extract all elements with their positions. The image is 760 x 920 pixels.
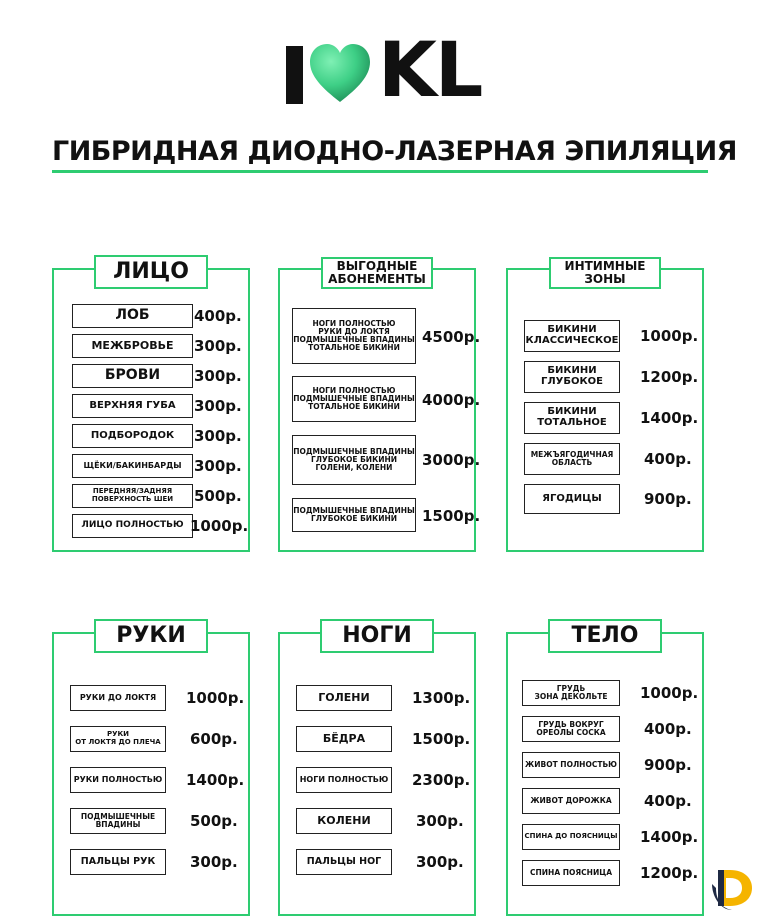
- service-price: 1000р.: [186, 689, 245, 707]
- service-label: ПАЛЬЦЫ НОГ: [296, 849, 392, 875]
- logo-letters-kl: KL: [378, 25, 483, 114]
- service-label: МЕЖЪЯГОДИЧНАЯ ОБЛАСТЬ: [524, 443, 620, 475]
- service-price: 1400р.: [640, 409, 699, 427]
- brand-logo: KL: [286, 32, 483, 110]
- service-price: 1400р.: [186, 771, 245, 789]
- service-label: ЛОБ: [72, 304, 193, 328]
- panel-title-legs: НОГИ: [320, 619, 434, 653]
- service-price: 1300р.: [412, 689, 471, 707]
- heart-icon: [310, 44, 370, 102]
- service-price: 400р.: [644, 792, 692, 810]
- service-label: ПОДБОРОДОК: [72, 424, 193, 448]
- service-price: 900р.: [644, 490, 692, 508]
- panel-title-body: ТЕЛО: [548, 619, 662, 653]
- panel-title-subscriptions: ВЫГОДНЫЕ АБОНЕМЕНТЫ: [321, 257, 433, 289]
- panel-title-arms: РУКИ: [94, 619, 208, 653]
- service-label: ПОДМЫШЕЧНЫЕ ВПАДИНЫ ГЛУБОКОЕ БИКИНИ ГОЛЕ…: [292, 435, 416, 485]
- service-label: БЁДРА: [296, 726, 392, 752]
- service-label: РУКИ ДО ЛОКТЯ: [70, 685, 166, 711]
- service-price: 500р.: [190, 812, 238, 830]
- service-label: ЩЁКИ/БАКИНБАРДЫ: [72, 454, 193, 478]
- service-label: ГРУДЬ ЗОНА ДЕКОЛЬТЕ: [522, 680, 620, 706]
- service-label: БРОВИ: [72, 364, 193, 388]
- panel-body: ТЕЛО ГРУДЬ ЗОНА ДЕКОЛЬТЕ 1000р. ГРУДЬ ВОК…: [506, 619, 704, 916]
- title-underline: [52, 170, 708, 173]
- service-label: СПИНА ПОЯСНИЦА: [522, 860, 620, 886]
- service-price: 300р.: [190, 853, 238, 871]
- corner-logo-icon: [712, 870, 752, 910]
- service-price: 1000р.: [190, 517, 249, 535]
- service-price: 400р.: [644, 720, 692, 738]
- service-label: НОГИ ПОЛНОСТЬЮ ПОДМЫШЕЧНЫЕ ВПАДИНЫ ТОТАЛ…: [292, 376, 416, 422]
- service-label: НОГИ ПОЛНОСТЬЮ РУКИ ДО ЛОКТЯ ПОДМЫШЕЧНЫЕ…: [292, 308, 416, 364]
- service-label: ЖИВОТ ПОЛНОСТЬЮ: [522, 752, 620, 778]
- service-label: ПАЛЬЦЫ РУК: [70, 849, 166, 875]
- service-price: 1400р.: [640, 828, 699, 846]
- service-label: ГОЛЕНИ: [296, 685, 392, 711]
- service-label: РУКИ ПОЛНОСТЬЮ: [70, 767, 166, 793]
- service-price: 900р.: [644, 756, 692, 774]
- service-label: НОГИ ПОЛНОСТЬЮ: [296, 767, 392, 793]
- service-price: 300р.: [194, 457, 242, 475]
- service-label: ВЕРХНЯЯ ГУБА: [72, 394, 193, 418]
- service-price: 300р.: [416, 812, 464, 830]
- service-label: БИКИНИ ТОТАЛЬНОЕ: [524, 402, 620, 434]
- service-price: 400р.: [644, 450, 692, 468]
- service-price: 1500р.: [412, 730, 471, 748]
- service-price: 600р.: [190, 730, 238, 748]
- service-price: 4500р.: [422, 328, 481, 346]
- service-price: 500р.: [194, 487, 242, 505]
- service-price: 300р.: [194, 427, 242, 445]
- service-label: ГРУДЬ ВОКРУГ ОРЕОЛЫ СОСКА: [522, 716, 620, 742]
- service-price: 4000р.: [422, 391, 481, 409]
- service-label: МЕЖБРОВЬЕ: [72, 334, 193, 358]
- panel-legs: НОГИ ГОЛЕНИ 1300р. БЁДРА 1500р. НОГИ ПОЛНО…: [278, 619, 476, 916]
- panel-title-intimate: ИНТИМНЫЕ ЗОНЫ: [549, 257, 661, 289]
- service-price: 1000р.: [640, 327, 699, 345]
- service-price: 300р.: [194, 337, 242, 355]
- service-label: БИКИНИ ГЛУБОКОЕ: [524, 361, 620, 393]
- service-label: ПОДМЫШЕЧНЫЕ ВПАДИНЫ: [70, 808, 166, 834]
- service-label: РУКИ ОТ ЛОКТЯ ДО ПЛЕЧА: [70, 726, 166, 752]
- service-label: ПЕРЕДНЯЯ/ЗАДНЯЯ ПОВЕРХНОСТЬ ШЕИ: [72, 484, 193, 508]
- panel-arms: РУКИ РУКИ ДО ЛОКТЯ 1000р. РУКИ ОТ ЛОКТЯ Д…: [52, 619, 250, 916]
- panel-title-face: ЛИЦО: [94, 255, 208, 289]
- service-label: ЛИЦО ПОЛНОСТЬЮ: [72, 514, 193, 538]
- service-price: 1500р.: [422, 507, 481, 525]
- panel-subscriptions: ВЫГОДНЫЕ АБОНЕМЕНТЫ НОГИ ПОЛНОСТЬЮ РУКИ …: [278, 257, 480, 552]
- service-price: 3000р.: [422, 451, 481, 469]
- service-price: 300р.: [416, 853, 464, 871]
- service-label: ПОДМЫШЕЧНЫЕ ВПАДИНЫ ГЛУБОКОЕ БИКИНИ: [292, 498, 416, 532]
- service-price: 1000р.: [640, 684, 699, 702]
- service-price: 300р.: [194, 367, 242, 385]
- service-label: КОЛЕНИ: [296, 808, 392, 834]
- logo-letter-i: [286, 46, 303, 104]
- service-price: 2300р.: [412, 771, 471, 789]
- service-label: ЯГОДИЦЫ: [524, 484, 620, 514]
- service-label: БИКИНИ КЛАССИЧЕСКОЕ: [524, 320, 620, 352]
- page-title: ГИБРИДНАЯ ДИОДНО-ЛАЗЕРНАЯ ЭПИЛЯЦИЯ: [52, 136, 737, 167]
- service-price: 1200р.: [640, 864, 699, 882]
- service-price: 300р.: [194, 397, 242, 415]
- service-label: ЖИВОТ ДОРОЖКА: [522, 788, 620, 814]
- service-label: СПИНА ДО ПОЯСНИЦЫ: [522, 824, 620, 850]
- service-price: 400р.: [194, 307, 242, 325]
- service-price: 1200р.: [640, 368, 699, 386]
